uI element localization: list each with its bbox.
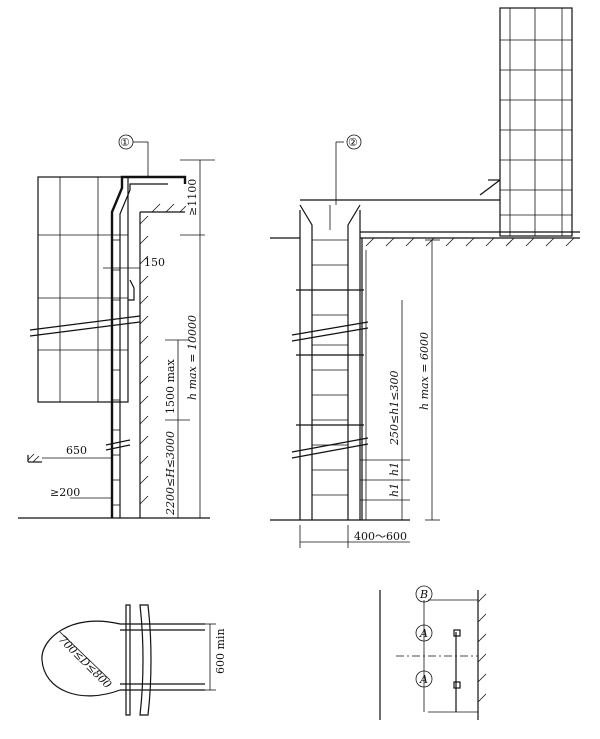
fig1-h-max: h max = 10000 <box>186 315 199 400</box>
fig2-h1-a: h1 <box>388 462 401 476</box>
fig3-diameter: 700≤D≤800 <box>56 633 114 691</box>
fig1-clear-650: 650 <box>66 444 87 457</box>
fig2-width: 400～600 <box>354 530 407 543</box>
fig4-a2-circle <box>415 670 433 688</box>
fig1-callout-label: ① <box>120 136 130 149</box>
fig2-callout-circle <box>346 134 362 150</box>
fig4-b: B <box>419 588 428 601</box>
fig1-ladder-cage: ① ≥1100 h max = 10000 1500 max 2200≤H≤30… <box>18 134 215 519</box>
fig1-wall-hatch <box>139 203 187 505</box>
fig4-a1: A <box>419 627 428 640</box>
fig2-floor-hatch <box>365 237 575 520</box>
fig1-h-range: 2200≤H≤3000 <box>164 431 177 516</box>
fig2-ladder-platform: ② h max = 6000 250≤h1≤300 h1 h1 400～600 <box>270 7 580 548</box>
fig4-b-circle <box>415 585 433 603</box>
fig4-a1-circle <box>415 624 433 642</box>
fig3-min-width: 600 min <box>214 628 227 674</box>
fig4-wall-hatch <box>477 593 487 703</box>
fig3-cage-plan: 700≤D≤800 600 min <box>41 604 227 716</box>
fig1-cage-start: 1500 max <box>164 359 177 414</box>
fig2-h-max: h max = 6000 <box>418 332 431 410</box>
fig2-callout-label: ② <box>348 136 358 149</box>
fig1-cage-outline <box>37 176 129 403</box>
fig2-h1-range: 250≤h1≤300 <box>388 370 401 446</box>
fig1-clear-200: ≥200 <box>50 486 80 499</box>
fig1-guard-height: ≥1100 <box>186 179 199 216</box>
fig1-offset: 150 <box>144 256 165 269</box>
fig4-a2: A <box>419 673 428 686</box>
fig2-h1-b: h1 <box>388 483 401 497</box>
fig4-spacing: B A A <box>379 585 487 720</box>
